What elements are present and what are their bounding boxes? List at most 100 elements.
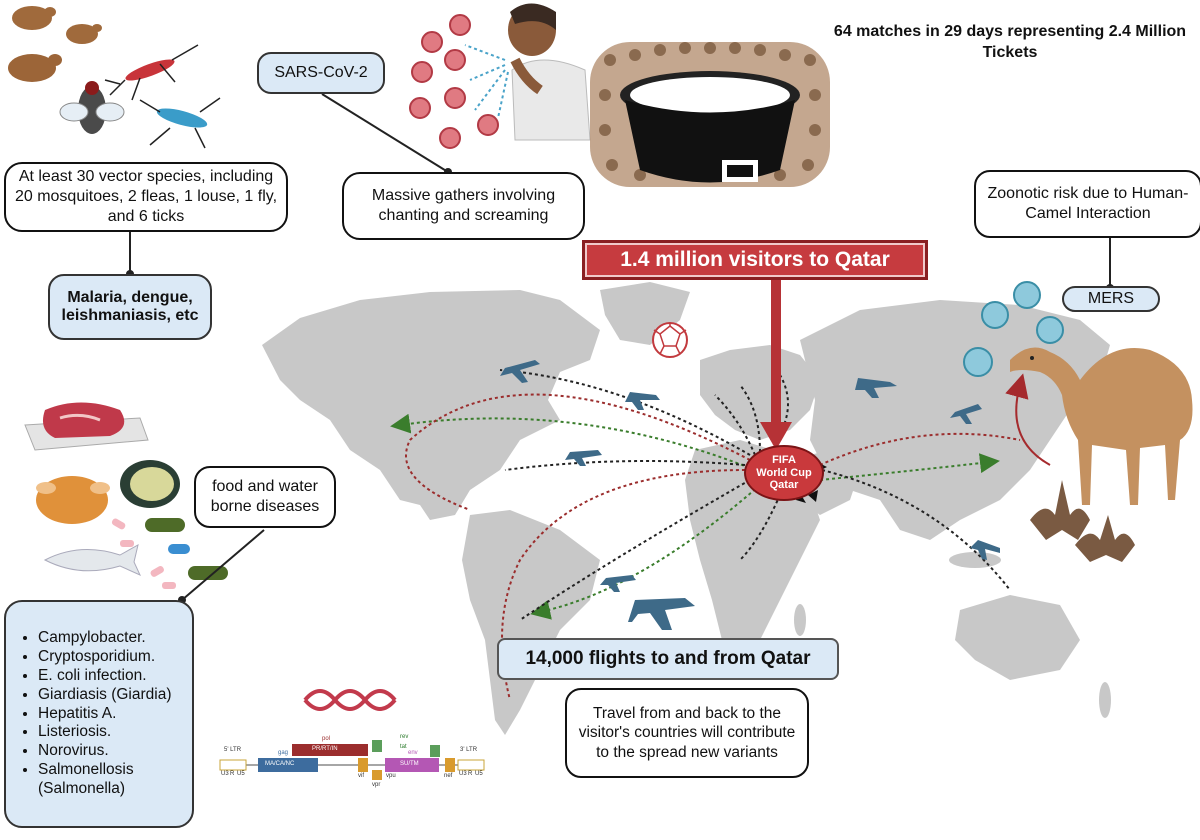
disease-item: Giardiasis (Giardia): [38, 686, 186, 705]
route-us-black: [504, 460, 746, 471]
food-diseases-list-box: Campylobacter. Cryptosporidium. E. coli …: [4, 600, 194, 828]
travel-spread-box: Travel from and back to the visitor's co…: [565, 688, 809, 778]
route-asia-green: [819, 453, 1000, 481]
route-camel-red: [1005, 373, 1051, 466]
airplane-icon-large: [628, 598, 695, 630]
camel-icon: [1010, 347, 1193, 505]
virus-icon: [1013, 281, 1041, 309]
disease-item: Norovirus.: [38, 742, 186, 761]
disease-item: Listeriosis.: [38, 723, 186, 742]
fish-icon: [43, 544, 142, 577]
route-europe-black2: [739, 384, 761, 453]
route-canada-black: [499, 369, 751, 456]
continent-europe: [700, 345, 820, 440]
airplane-icons: [500, 360, 1000, 630]
food-illustrations: [24, 402, 228, 589]
disease-item: Campylobacter.: [38, 629, 186, 648]
flea-icon: [8, 54, 62, 82]
gathering-text: Massive gathers involving chanting and s…: [371, 187, 556, 224]
disease-item: Cryptosporidium.: [38, 648, 186, 667]
continent-north-america: [262, 290, 600, 520]
mosquito-icon: [139, 97, 221, 149]
genome-label-u5-right: U5: [475, 771, 483, 777]
genome-label-vpr: vpr: [372, 782, 381, 788]
airplane-icon: [565, 450, 602, 466]
route-na-red: [405, 393, 751, 511]
disease-item: Hepatitis A.: [38, 705, 186, 724]
disease-item: E. coli infection.: [38, 667, 186, 686]
flea-icon: [12, 6, 56, 30]
flea-icon: [66, 24, 102, 44]
vector-species-box: At least 30 vector species, including 20…: [4, 162, 288, 232]
meat-icon: [24, 402, 149, 451]
genome-label-r-right: R: [468, 771, 473, 777]
food-water-box: food and water borne diseases: [194, 466, 336, 528]
virus-icon: [421, 31, 443, 53]
virus-icon: [411, 61, 433, 83]
soccer-ball-icon: [652, 322, 688, 358]
route-na-green: [390, 413, 756, 471]
genome-label-vpu: vpu: [386, 773, 396, 779]
genome-label-vif: vif: [358, 773, 364, 779]
genome-label-u5-left: U5: [237, 771, 245, 777]
genome-label-u3-left: U3: [221, 771, 229, 777]
genome-label-5ltr: 5' LTR: [224, 747, 242, 753]
coughing-person-icon: [508, 3, 591, 141]
route-europe-black1: [714, 394, 756, 456]
virus-icon: [1036, 316, 1064, 344]
hub-arrowhead-2: [808, 490, 818, 502]
mers-label: MERS: [1062, 286, 1160, 312]
mers-virus-particles: [963, 281, 1064, 377]
island-new-zealand: [1099, 682, 1111, 718]
fruit-icon: [120, 460, 180, 508]
tickets-text: 64 matches in 29 days representing 2.4 M…: [833, 23, 1187, 61]
virus-particles: [409, 14, 499, 149]
route-europe-black3: [769, 374, 789, 451]
virus-icon: [477, 114, 499, 136]
vector-diseases-box: Malaria, dengue, leishmaniasis, etc: [48, 274, 212, 340]
route-sa-green: [530, 484, 761, 620]
bat-icon: [1030, 480, 1135, 562]
sars-connector: [321, 93, 449, 173]
route-australia-black: [821, 469, 1011, 591]
genome-label-r-left: R: [230, 771, 235, 777]
airplane-icon: [600, 575, 636, 592]
route-africa-black: [739, 494, 781, 561]
chicken-icon: [36, 476, 110, 524]
airplane-icon: [500, 360, 540, 383]
disease-item: Salmonellosis (Salmonella): [38, 761, 186, 799]
food-connector: [181, 529, 265, 601]
fifa-world-cup-hub: FIFA World Cup Qatar: [744, 445, 824, 501]
genome-label-pr: PR/RT/IN: [312, 746, 338, 752]
virus-icon: [963, 347, 993, 377]
visitors-banner: 1.4 million visitors to Qatar: [582, 240, 928, 280]
dna-helix-icon: [303, 689, 397, 711]
stadium-crowd-illustration: [590, 42, 830, 187]
fly-icon: [59, 81, 125, 134]
genome-label-tat: tat: [400, 744, 407, 750]
flights-banner: 14,000 flights to and from Qatar: [497, 638, 839, 680]
vector-species-text: At least 30 vector species, including 20…: [14, 168, 278, 225]
insect-illustrations: [8, 6, 221, 149]
flights-banner-text: 14,000 flights to and from Qatar: [525, 648, 811, 669]
genome-label-u3-right: U3: [459, 771, 467, 777]
zoonotic-risk-text: Zoonotic risk due to Human-Camel Interac…: [987, 185, 1189, 222]
genome-label-ma: MA/CA/NC: [265, 761, 295, 767]
mosquito-icon: [104, 44, 199, 101]
sars-cov-2-text: SARS-CoV-2: [274, 64, 368, 81]
vector-diseases-text: Malaria, dengue, leishmaniasis, etc: [61, 289, 199, 324]
island-madagascar: [794, 604, 806, 636]
airplane-icon: [625, 392, 660, 410]
genome-label-rev: rev: [400, 734, 409, 740]
gathering-box: Massive gathers involving chanting and s…: [342, 172, 585, 240]
virus-icon: [981, 301, 1009, 329]
hub-line-1: FIFA: [772, 454, 796, 467]
sars-cov-2-label: SARS-CoV-2: [257, 52, 385, 94]
airplane-icon: [970, 540, 1000, 560]
cough-droplets: [464, 44, 509, 119]
visitors-arrow-head: [760, 422, 792, 450]
flight-routes: [390, 369, 1051, 701]
route-sa-black: [519, 479, 751, 621]
travel-spread-text: Travel from and back to the visitor's co…: [578, 704, 796, 761]
